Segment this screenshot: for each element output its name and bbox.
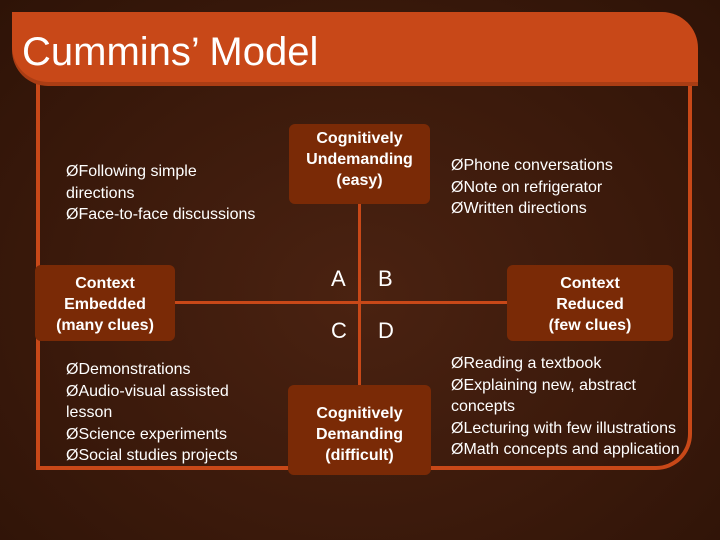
list-item: concepts (451, 398, 516, 415)
quadrant-c-label: C (331, 318, 347, 343)
horizontal-axis (172, 301, 507, 304)
list-item: ØReading a textbook (451, 355, 602, 372)
list-item: ØScience experiments (66, 425, 227, 443)
list-item: ØWritten directions (451, 200, 587, 217)
top-left-list: ØFollowing simple directions ØFace-to-fa… (66, 161, 255, 226)
bottom-right-list: ØReading a textbook ØExplaining new, abs… (451, 353, 680, 461)
slide-title: Cummins’ Model (22, 30, 319, 74)
quadrant-b-label: B (378, 266, 393, 291)
list-item: lesson (66, 404, 113, 421)
vertical-axis (358, 195, 361, 393)
list-item: directions (66, 184, 135, 202)
quadrant-a-label: A (331, 266, 346, 291)
list-item: ØFollowing simple (66, 163, 197, 180)
list-item: ØSocial studies projects (66, 447, 238, 464)
list-item: ØPhone conversations (451, 157, 613, 174)
quadrant-d-label: D (378, 318, 394, 343)
bottom-left-list: ØDemonstrations ØAudio-visual assisted l… (66, 359, 238, 467)
list-item: ØAudio-visual assisted (66, 382, 229, 400)
list-item: ØExplaining new, abstract (451, 376, 636, 394)
list-item: ØDemonstrations (66, 361, 191, 378)
list-item: ØMath concepts and application (451, 441, 680, 458)
top-right-list: ØPhone conversations ØNote on refrigerat… (451, 155, 613, 220)
list-item: ØNote on refrigerator (451, 178, 603, 196)
list-item: ØFace-to-face discussions (66, 206, 256, 223)
list-item: ØLecturing with few illustrations (451, 419, 676, 437)
title-bar (12, 12, 698, 86)
